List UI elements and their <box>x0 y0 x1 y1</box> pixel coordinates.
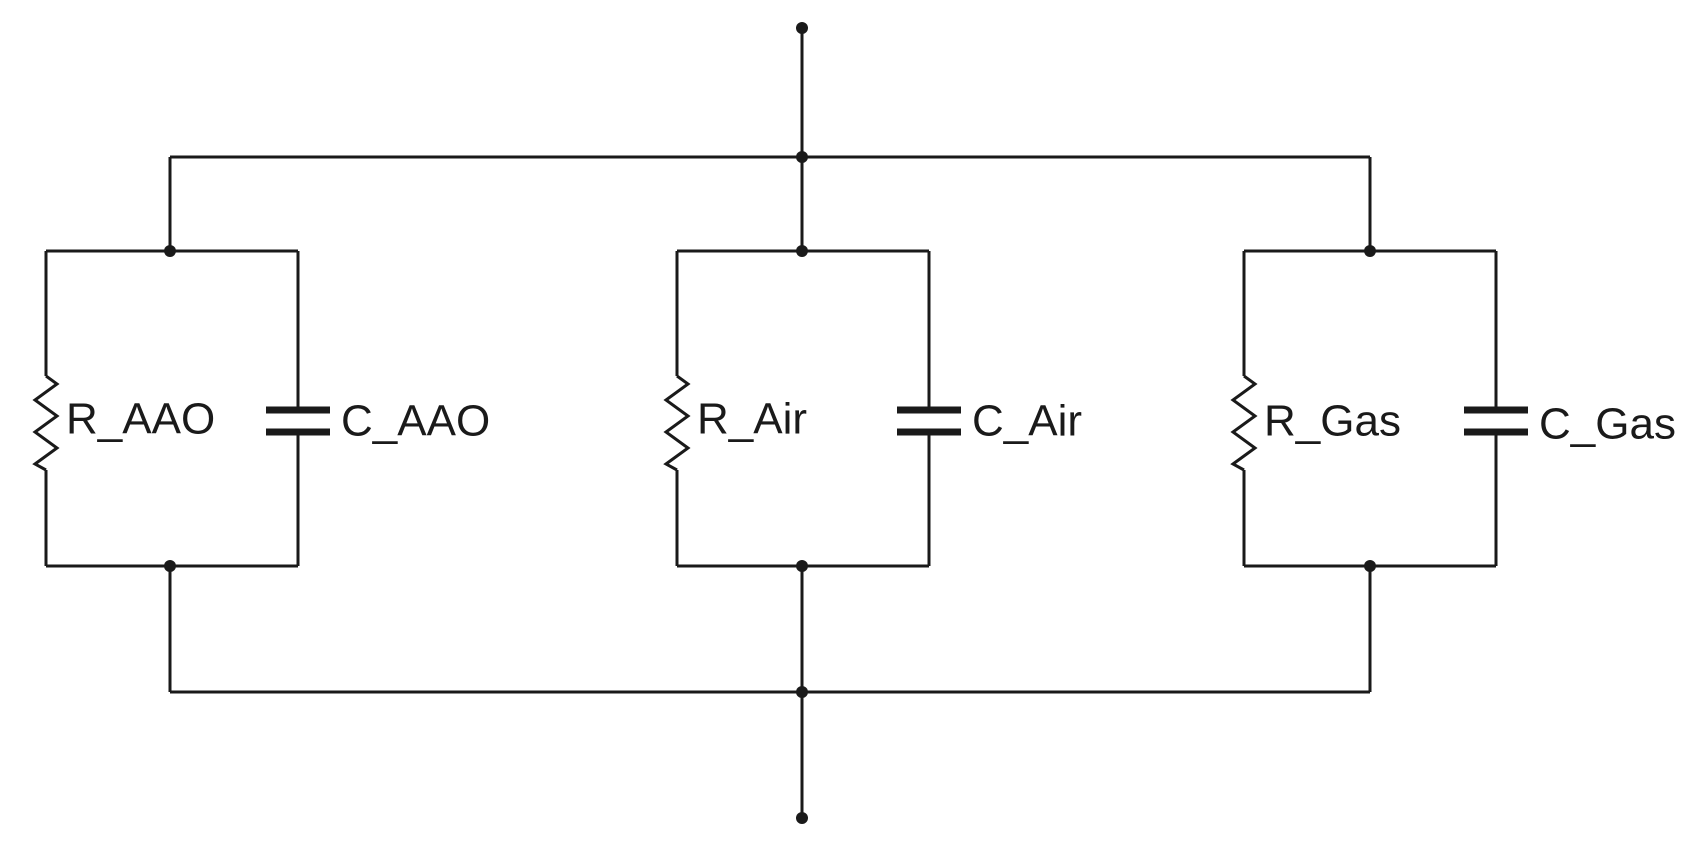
branch-frame <box>675 245 931 572</box>
bottom-terminal <box>796 692 808 824</box>
capacitor-symbol <box>266 406 330 436</box>
resistor-label: R_Air <box>697 395 807 444</box>
top-terminal <box>796 22 808 157</box>
resistor-label: R_Gas <box>1264 397 1401 446</box>
capacitor-label: C_Air <box>972 397 1082 446</box>
bottom-bus <box>168 565 1372 698</box>
resistor-symbol <box>32 374 60 472</box>
branch-aao: R_AAO C_AAO <box>32 245 490 572</box>
capacitor-symbol <box>1464 406 1528 436</box>
branch-frame <box>1242 245 1498 572</box>
branch-gas: R_Gas C_Gas <box>1230 245 1676 572</box>
resistor-symbol <box>663 374 691 472</box>
top-bus <box>168 151 1372 250</box>
resistor-label: R_AAO <box>66 395 215 444</box>
branch-air: R_Air C_Air <box>663 245 1082 572</box>
capacitor-label: C_Gas <box>1539 400 1676 449</box>
branch-frame <box>44 245 300 572</box>
resistor-symbol <box>1230 374 1258 472</box>
capacitor-symbol <box>897 406 961 436</box>
capacitor-label: C_AAO <box>341 397 490 446</box>
